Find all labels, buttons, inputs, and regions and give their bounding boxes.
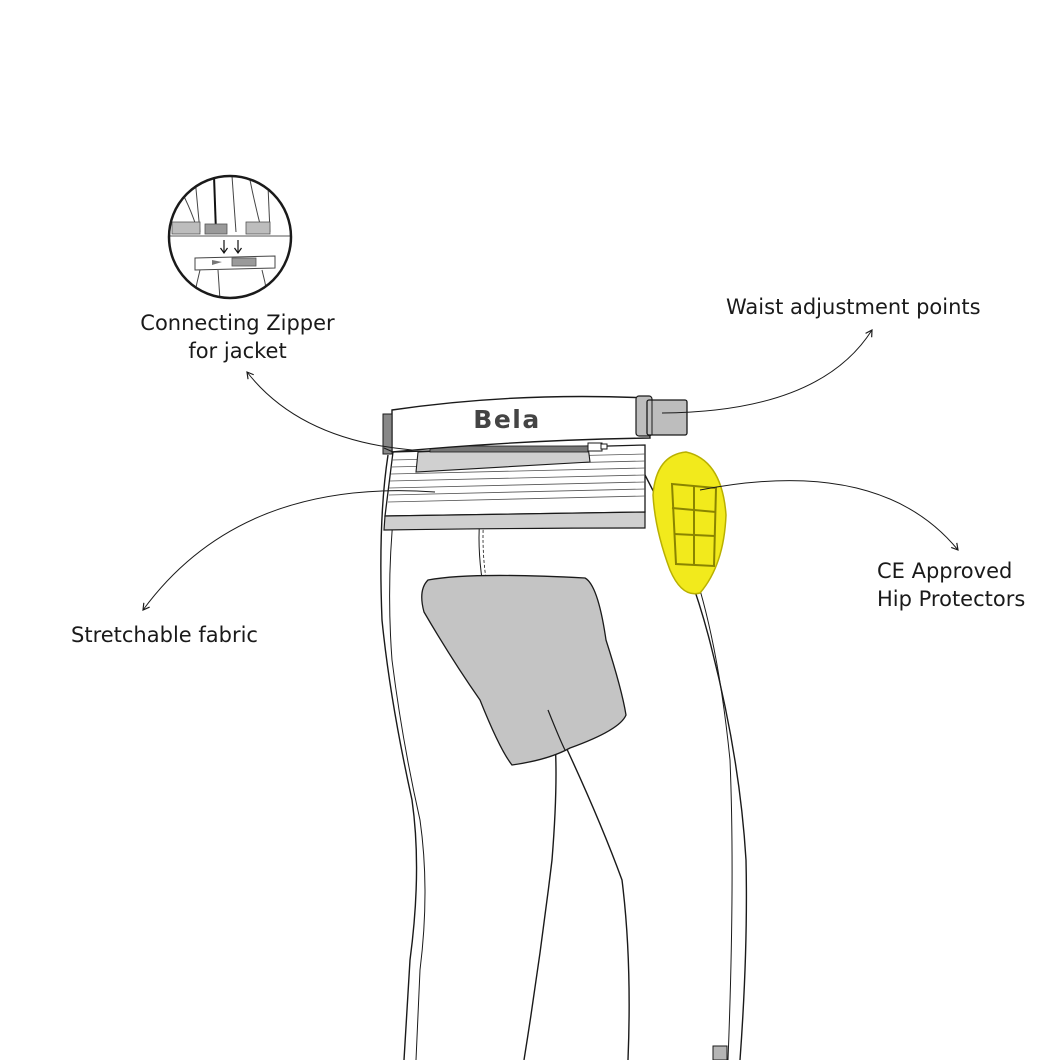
zipper-callout-line2: for jacket — [188, 339, 287, 363]
hip-callout-label: CE Approved Hip Protectors — [877, 557, 1025, 613]
waist-callout-line1: Waist adjustment points — [726, 295, 981, 319]
zipper-detail-inset-icon — [167, 174, 293, 300]
fabric-callout-arrow-icon — [142, 490, 436, 611]
seat-panel — [421, 574, 627, 766]
waistband — [382, 395, 651, 455]
jacket-connecting-zipper — [415, 442, 608, 473]
waist-callout-label: Waist adjustment points — [726, 293, 981, 321]
fabric-callout-line1: Stretchable fabric — [71, 623, 258, 647]
reflective-patch — [712, 1045, 728, 1061]
fabric-callout-label: Stretchable fabric — [71, 621, 258, 649]
zipper-callout-label: Connecting Zipper for jacket — [140, 309, 335, 365]
zipper-callout-line1: Connecting Zipper — [140, 311, 335, 335]
waist-callout-arrow-icon — [661, 329, 873, 414]
hip-callout-arrow-icon — [699, 480, 959, 551]
brand-logo: Bela — [473, 405, 540, 434]
hip-callout-line2: Hip Protectors — [877, 587, 1026, 611]
waist-adjuster-buckle — [635, 395, 688, 437]
zipper-callout-arrow-icon — [246, 371, 413, 451]
hip-callout-line1: CE Approved — [877, 559, 1013, 583]
hip-protector — [652, 451, 727, 595]
